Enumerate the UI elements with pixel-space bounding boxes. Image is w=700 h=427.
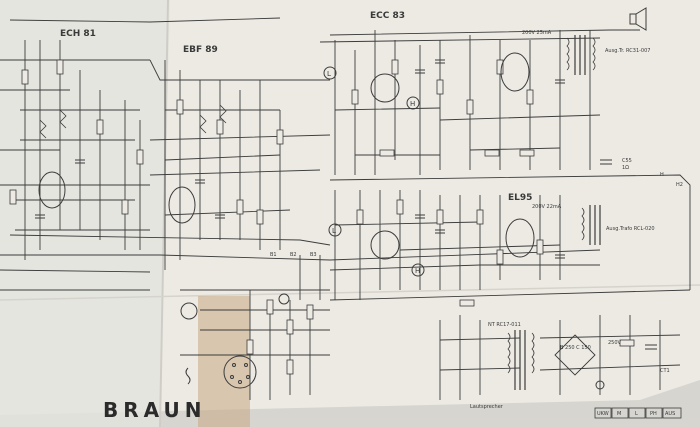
key-l: L [635, 411, 638, 417]
tube-ebf89-symbol [168, 186, 196, 224]
paper [0, 0, 700, 415]
key-labels: UKW M L PH AUS [594, 407, 682, 419]
label-output-transformer-2: Ausg.Trafo RCL-020 [606, 226, 655, 232]
label-h2b: H2 [676, 182, 683, 188]
input-sockets [180, 66, 605, 390]
key-m: M [617, 411, 621, 417]
capacitors [35, 59, 657, 350]
label-b1: B1 [270, 252, 277, 258]
tube-label-ech81: ECH 81 [60, 29, 96, 39]
key-aus: AUS [665, 411, 675, 417]
label-rectifier: B 250 C 150 [560, 345, 591, 351]
stain [198, 296, 250, 427]
label-voltage-2: 200V 22mA [532, 204, 562, 210]
label-voltage-1: 200V 25mA [522, 30, 552, 36]
label-loudspeaker: Lautsprecher [470, 404, 504, 410]
key-ph: PH [650, 411, 657, 417]
label-ct1: CT1 [660, 368, 670, 374]
din-socket-icon [223, 355, 257, 389]
key-ukw: UKW [597, 411, 609, 417]
tube-label-ecc83: ECC 83 [370, 11, 405, 21]
paper-fold-crease [159, 0, 169, 427]
tube-el95-symbol [505, 218, 535, 258]
label-h1: H [410, 100, 415, 108]
tube-ech81-symbol [38, 171, 66, 209]
coils [39, 37, 596, 374]
label-h2: H [415, 267, 420, 275]
tubes-symbols [38, 52, 535, 260]
brand-logo: BRAUN [103, 398, 207, 422]
tube-label-el95: EL95 [508, 193, 532, 203]
transformers [514, 35, 601, 390]
paper-fold-horizontal [0, 284, 700, 301]
label-l1: L [327, 70, 331, 78]
label-250v: 250V [608, 340, 622, 346]
tube-ecc83-c-symbol [370, 230, 400, 260]
tube-ecc83-a-symbol [370, 73, 400, 103]
label-mains-transformer: NT RC17-011 [488, 322, 521, 328]
label-b3: B3 [310, 252, 317, 258]
speaker-icon [629, 7, 647, 31]
wiring [0, 17, 691, 400]
label-output-transformer-1: Ausg.Tr. RC31-007 [605, 48, 650, 54]
pickup-socket-icon [180, 302, 198, 320]
label-h3: H [660, 172, 664, 178]
label-c55: C55 [622, 158, 632, 164]
resistors [9, 59, 635, 375]
tube-ecc83-b-symbol [500, 52, 530, 92]
label-c55-value: 1Ω [622, 165, 629, 171]
label-b2: B2 [290, 252, 297, 258]
tube-label-ebf89: EBF 89 [183, 45, 218, 55]
rectifier-bridge [554, 334, 596, 376]
paper-fold-left [0, 0, 170, 427]
label-l2: L [332, 227, 336, 235]
